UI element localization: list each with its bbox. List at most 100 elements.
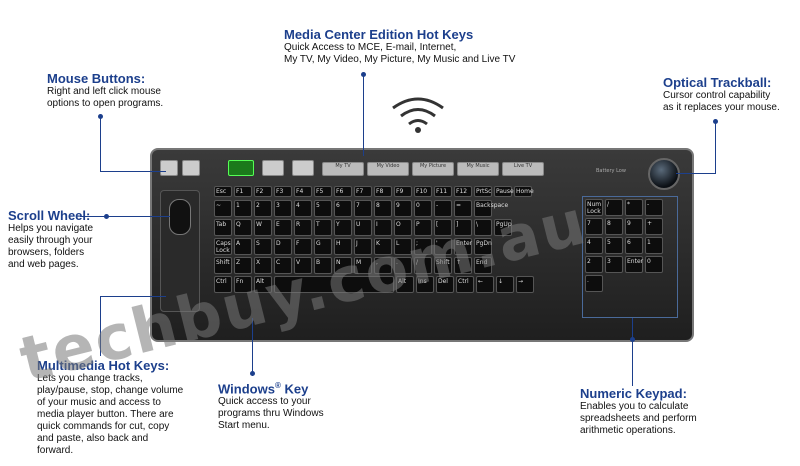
multimedia-line-1: Lets you change tracks, bbox=[37, 373, 143, 384]
key: 3 bbox=[274, 200, 292, 217]
media-center-callout: Media Center Edition Hot Keys Quick Acce… bbox=[284, 27, 564, 66]
numpad-key: 8 bbox=[605, 218, 623, 235]
multimedia-panel bbox=[160, 190, 200, 312]
key: ← bbox=[476, 276, 494, 293]
key: Home bbox=[514, 186, 534, 197]
windows-key-line-3: Start menu. bbox=[218, 420, 270, 432]
scroll-wheel-line-3: browsers, folders bbox=[8, 247, 85, 258]
windows-key-callout: Windows® Key Quick access to your progra… bbox=[218, 378, 358, 432]
key: Z bbox=[234, 257, 252, 274]
key: 2 bbox=[254, 200, 272, 217]
trackball-callout: Optical Trackball: Cursor control capabi… bbox=[663, 75, 798, 114]
key: 7 bbox=[354, 200, 372, 217]
media-buttons: My TV My Video My Picture My Music Live … bbox=[322, 162, 544, 176]
mouse-buttons-callout: Mouse Buttons: Right and left click mous… bbox=[47, 71, 207, 110]
key: F bbox=[294, 238, 312, 255]
key: PgUp bbox=[494, 219, 512, 236]
key: [ bbox=[434, 219, 452, 236]
key: 5 bbox=[314, 200, 332, 217]
internet-button bbox=[292, 160, 314, 176]
windows-key-line-1: Quick access to your bbox=[218, 396, 311, 408]
key: Esc bbox=[214, 186, 232, 197]
key bbox=[274, 276, 394, 293]
multimedia-line-5: quick commands for cut, copy bbox=[37, 421, 170, 432]
right-click-button bbox=[182, 160, 200, 176]
numpad-key: 1 bbox=[645, 237, 663, 254]
key: Ctrl bbox=[214, 276, 232, 293]
key: C bbox=[274, 257, 292, 274]
numpad-key: 6 bbox=[625, 237, 643, 254]
key: R bbox=[294, 219, 312, 236]
mouse-buttons-line-1: Right and left click mouse bbox=[47, 86, 161, 97]
numpad-key: Enter bbox=[625, 256, 643, 273]
numpad-key: 4 bbox=[585, 237, 603, 254]
my-picture-button: My Picture bbox=[412, 162, 454, 176]
numpad-key: 3 bbox=[605, 256, 623, 273]
key: F9 bbox=[394, 186, 412, 197]
multimedia-title: Multimedia Hot Keys: bbox=[37, 358, 170, 373]
numpad-key: 2 bbox=[585, 256, 603, 273]
key: / bbox=[414, 257, 432, 274]
key: Del bbox=[436, 276, 454, 293]
key: 8 bbox=[374, 200, 392, 217]
key: D bbox=[274, 238, 292, 255]
multimedia-callout: Multimedia Hot Keys: Lets you change tra… bbox=[37, 358, 207, 457]
key: 0 bbox=[414, 200, 432, 217]
scroll-wheel-line-4: and web pages. bbox=[8, 259, 79, 270]
numpad-title: Numeric Keypad: bbox=[580, 386, 687, 401]
key: ] bbox=[454, 219, 472, 236]
key: N bbox=[334, 257, 352, 274]
scroll-wheel bbox=[169, 199, 191, 235]
wireless-icon bbox=[392, 97, 444, 133]
email-button bbox=[262, 160, 284, 176]
live-tv-button: Live TV bbox=[502, 162, 544, 176]
key: 1 bbox=[234, 200, 252, 217]
scroll-wheel-line-1: Helps you navigate bbox=[8, 223, 94, 234]
key: Ctrl bbox=[456, 276, 474, 293]
key: K bbox=[374, 238, 392, 255]
key: , bbox=[374, 257, 392, 274]
key: → bbox=[516, 276, 534, 293]
numpad-key: 7 bbox=[585, 218, 603, 235]
key: ↑ bbox=[454, 257, 472, 274]
multimedia-line-7: forward. bbox=[37, 445, 74, 456]
trackball-line-2: as it replaces your mouse. bbox=[663, 102, 780, 113]
key: V bbox=[294, 257, 312, 274]
numpad-key: Num Lock bbox=[585, 199, 603, 216]
key: 9 bbox=[394, 200, 412, 217]
numpad-callout: Numeric Keypad: Enables you to calculate… bbox=[580, 386, 730, 437]
windows-key-title-end: Key bbox=[280, 381, 309, 397]
mouse-buttons bbox=[160, 160, 200, 176]
key: F3 bbox=[274, 186, 292, 197]
key: T bbox=[314, 219, 332, 236]
scroll-wheel-title: Scroll Wheel: bbox=[8, 208, 91, 223]
numpad-line-1: Enables you to calculate bbox=[580, 401, 689, 412]
key: F7 bbox=[354, 186, 372, 197]
key: Caps Lock bbox=[214, 238, 232, 255]
numpad-key: + bbox=[645, 218, 663, 235]
key: X bbox=[254, 257, 272, 274]
key: G bbox=[314, 238, 332, 255]
trackball-connector-h bbox=[676, 173, 716, 174]
numpad-dot bbox=[630, 337, 635, 342]
key: Enter bbox=[454, 238, 472, 255]
windows-key-line-2: programs thru Windows bbox=[218, 408, 324, 420]
key: Alt bbox=[396, 276, 414, 293]
numpad-key: * bbox=[625, 199, 643, 216]
key: 6 bbox=[334, 200, 352, 217]
trackball bbox=[648, 158, 680, 190]
windows-key-title: Windows® Key bbox=[218, 378, 358, 396]
mce-button bbox=[228, 160, 254, 176]
numpad-key: 5 bbox=[605, 237, 623, 254]
key: F12 bbox=[454, 186, 472, 197]
key: Q bbox=[234, 219, 252, 236]
my-video-button: My Video bbox=[367, 162, 409, 176]
numpad-key: - bbox=[645, 199, 663, 216]
windows-key-title-sup: ® bbox=[274, 381, 281, 390]
numpad-key: . bbox=[585, 275, 603, 292]
